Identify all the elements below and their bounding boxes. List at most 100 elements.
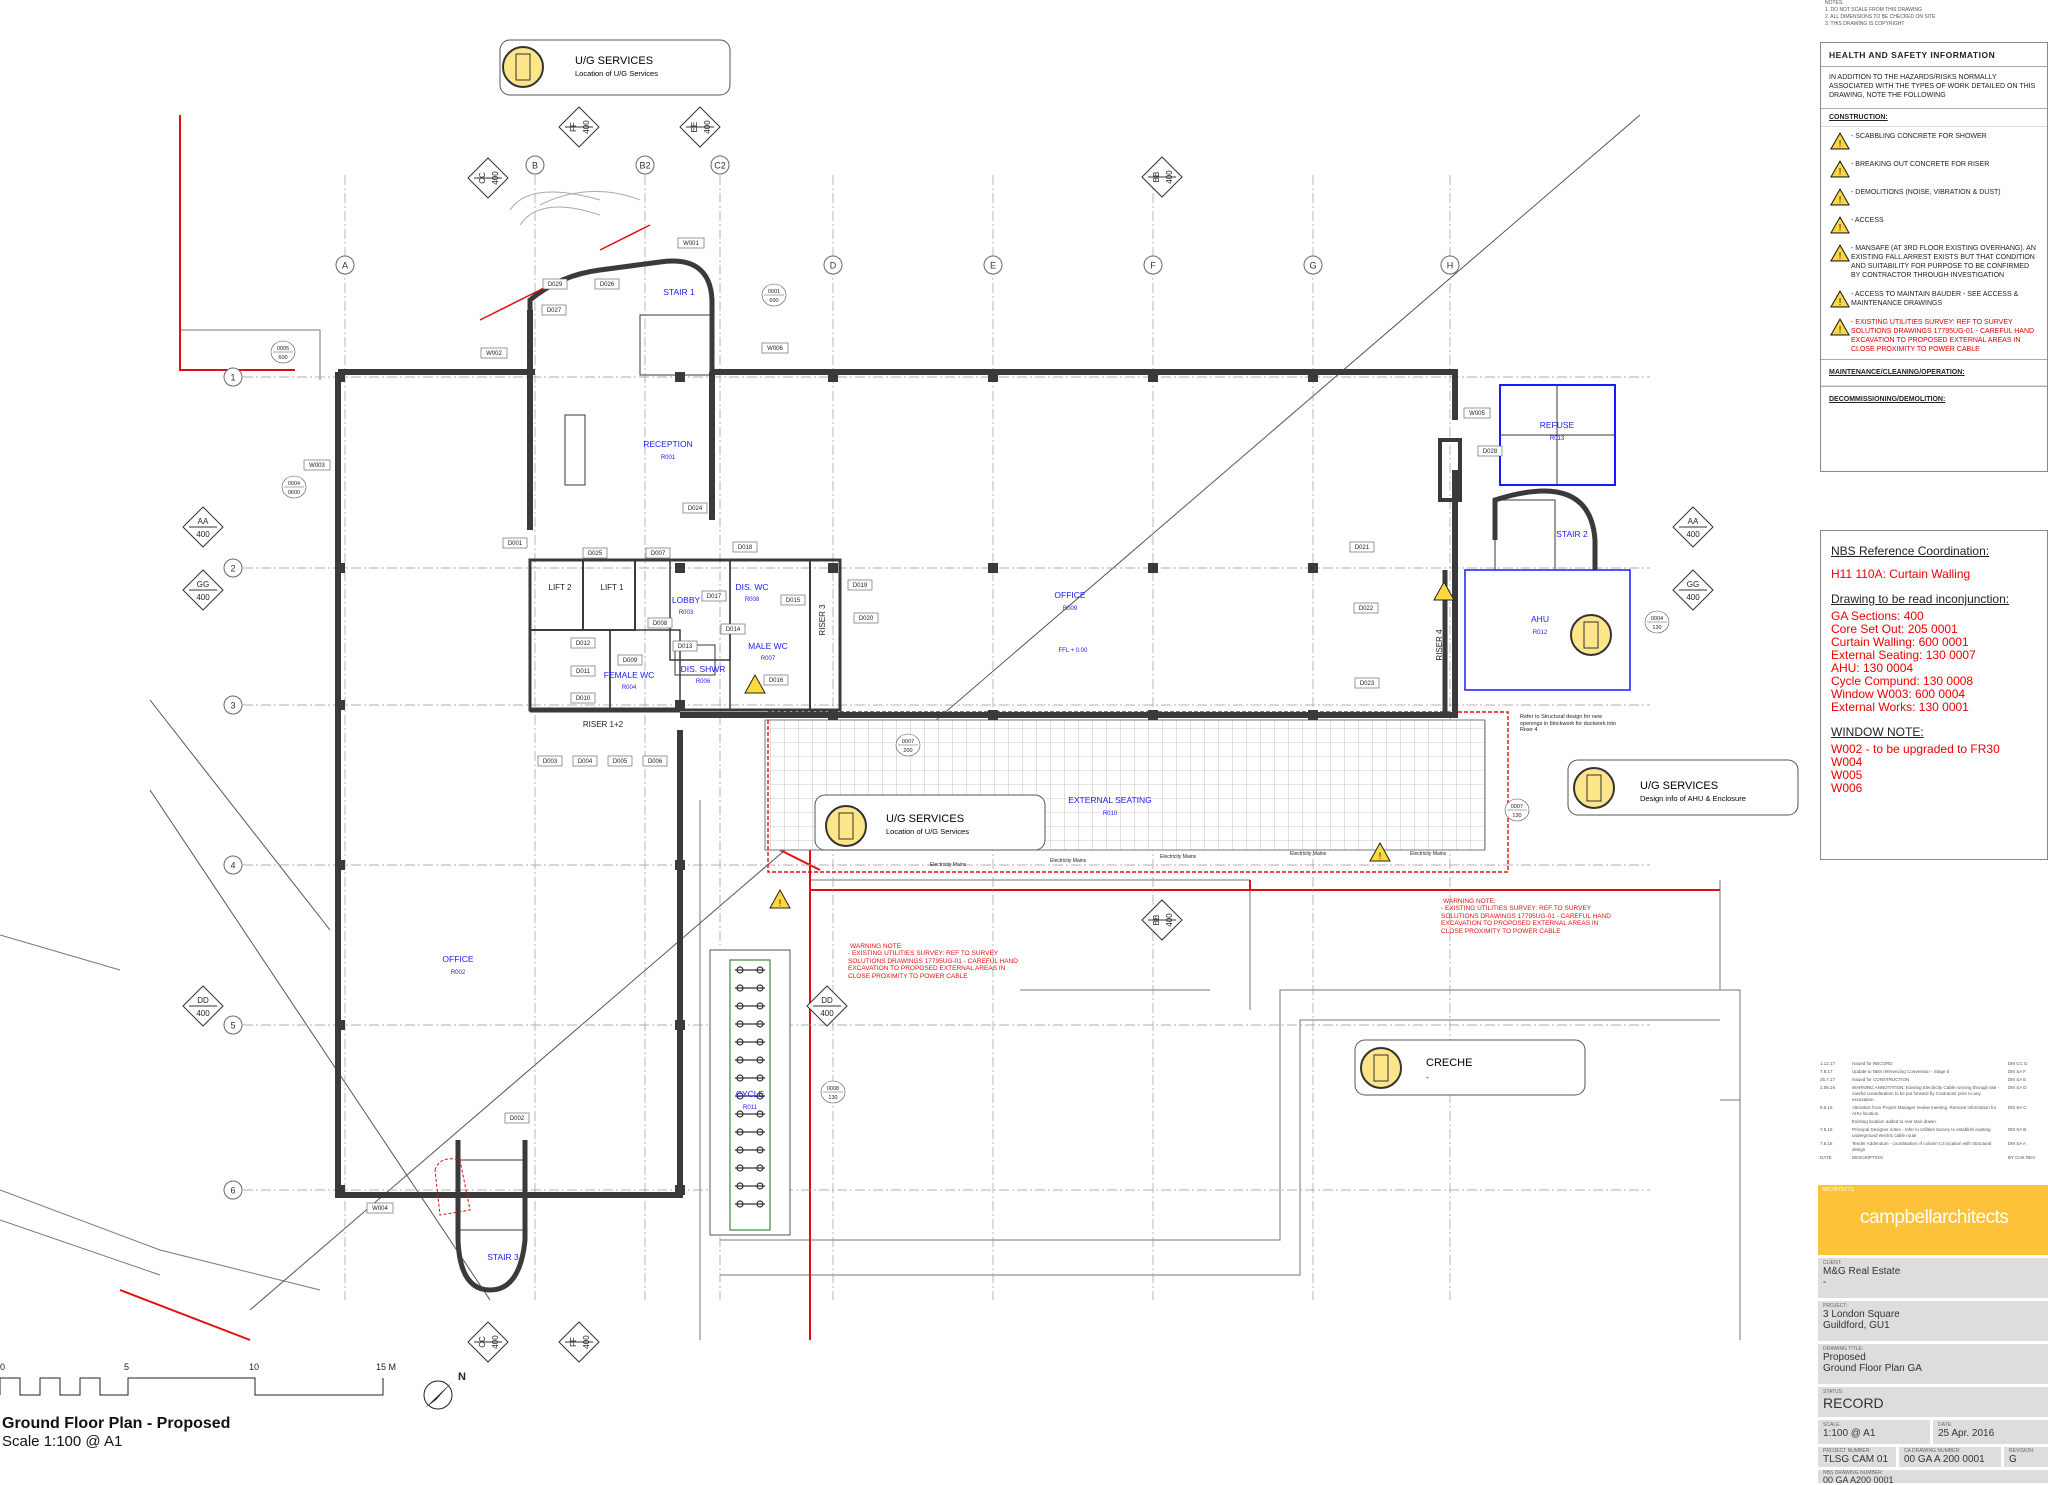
section-letters: DD (197, 996, 209, 1005)
door-code: D021 (1355, 545, 1370, 551)
grid-label: G (1309, 261, 1316, 271)
caption-title: Ground Floor Plan - Proposed (2, 1415, 231, 1432)
door-tag: D024 (682, 502, 708, 514)
room-lobby: LOBBY (672, 595, 701, 605)
section-number: 400 (491, 1335, 500, 1349)
ffl-level: FFL + 0.00 (1059, 648, 1089, 654)
riser-note: Refer to Structural design for new openi… (1520, 714, 1616, 733)
section-letters: FF (569, 1337, 578, 1347)
revision-c: DM SA E (2008, 1077, 2027, 1082)
grid-bubble-6: 6 (223, 1180, 243, 1200)
grid-bubble-D: D (823, 255, 843, 275)
project-label: PROJECT: (1823, 1303, 1848, 1309)
date-cell: DATE: 25 Apr. 2016 (1933, 1420, 2048, 1444)
note-3: 3. THIS DRAWING IS COPYRIGHT (1825, 21, 1905, 27)
warning-note-1: ! WARNING NOTE: - EXISTING UTILITIES SUR… (769, 888, 1018, 980)
section-number: 400 (703, 120, 712, 134)
door-code: D006 (648, 759, 663, 765)
door-code: D019 (853, 583, 868, 589)
tag-bottom: 130 (828, 1095, 837, 1101)
door-tag: D028 (1477, 445, 1503, 457)
nbs-number-label: NBS DRAWING NUMBER: (1823, 1470, 1884, 1476)
drawing-caption: Ground Floor Plan - Proposed Scale 1:100… (2, 1415, 230, 1450)
door-code: D010 (576, 696, 591, 702)
nbs-window-line: W002 - to be upgraded to FR30 (1831, 742, 2000, 756)
grid-label: E (990, 261, 996, 271)
elec-label-1: Electricity Mains (930, 862, 967, 868)
grid-label: B (532, 161, 538, 171)
hs-item-utilities: ! - EXISTING UTILITIES SURVEY: REF TO SU… (1821, 313, 2047, 359)
hs-item-text: - BREAKING OUT CONCRETE FOR RISER (1851, 161, 1990, 168)
revision-label: REVISION: (2009, 1448, 2035, 1454)
window-tag: W006 (761, 342, 789, 354)
window-tag: W001 (677, 237, 705, 249)
tag-top: 0001 (768, 289, 780, 295)
status-value: RECORD (1823, 1395, 1884, 1411)
nbs-window-line: W006 (1831, 781, 1863, 795)
room-dis-wc-no: R008 (745, 597, 760, 603)
door-tag: D010 (570, 692, 596, 704)
section-letters: GG (1687, 580, 1699, 589)
room-office-left: OFFICE (442, 954, 473, 964)
revision-c (2008, 1119, 2048, 1125)
warning-icon: ! (1830, 188, 1850, 206)
nbs-window-line: W004 (1831, 755, 1863, 769)
warning-1-body: - EXISTING UTILITIES SURVEY: REF TO SURV… (848, 950, 1018, 980)
drawing-number-value: 00 GA A 200 0001 (1904, 1454, 1985, 1465)
drawing-title-label: DRAWING TITLE: (1823, 1346, 1864, 1352)
window-code: W006 (767, 346, 783, 352)
nbs-ref-line: Window W003: 600 0004 (1831, 687, 1966, 701)
section-number: 400 (1165, 913, 1174, 927)
client-value: M&G Real Estate (1823, 1266, 1901, 1277)
section-number: 400 (196, 530, 210, 539)
note-2: 2. ALL DIMENSIONS TO BE CHECKED ON SITE (1825, 14, 1936, 20)
ug3-title: U/G SERVICES (1640, 780, 1718, 792)
section-letters: DD (821, 996, 833, 1005)
nbs-ref-line: Curtain Walling: 600 0001 (1831, 635, 1969, 649)
hs-title: HEALTH AND SAFETY INFORMATION (1821, 43, 2047, 67)
health-safety-panel: HEALTH AND SAFETY INFORMATION IN ADDITIO… (1820, 42, 2048, 472)
grid-label: C2 (714, 161, 726, 171)
revision-d: 25.7.17 (1820, 1077, 1836, 1082)
hs-intro: IN ADDITION TO THE HAZARDS/RISKS NORMALL… (1821, 67, 2047, 109)
ug2-title: U/G SERVICES (886, 813, 964, 825)
revision-t: Tender Addendum - coordination of column… (1852, 1141, 1992, 1152)
warning-icon: ! (1830, 244, 1850, 262)
core-labels: LIFT 2 LIFT 1 RISER 1+2 RISER 3 RISER 4 (549, 583, 1444, 729)
hs-decommissioning-heading: DECOMMISSIONING/DEMOLITION: (1821, 386, 2047, 412)
electricity-mains: Electricity Mains Electricity Mains Elec… (930, 851, 1447, 868)
nbs-ref-line: Core Set Out: 205 0001 (1831, 622, 1958, 636)
door-tag: D027 (541, 304, 567, 316)
warning-1-title: WARNING NOTE: (850, 943, 903, 950)
door-tag: D020 (853, 612, 879, 624)
project-number-label: PROJECT NUMBER: (1823, 1448, 1871, 1454)
door-code: D028 (1483, 449, 1498, 455)
elec-label-2: Electricity Mains (1050, 858, 1087, 864)
door-code: D024 (688, 506, 703, 512)
label-riser-4: RISER 4 (1435, 629, 1444, 661)
ug1-subtitle: Location of U/G Services (575, 69, 658, 78)
note-1: 1. DO NOT SCALE FROM THIS DRAWING (1825, 7, 1922, 13)
site-context (0, 329, 1741, 1340)
svg-text:!: ! (779, 898, 782, 908)
section-number: 400 (1165, 170, 1174, 184)
hs-maintenance-heading: MAINTENANCE/CLEANING/OPERATION: (1821, 359, 2047, 386)
door-code: D020 (859, 616, 874, 622)
revision-t: Principal Designer notes - refer to Util… (1852, 1127, 1991, 1138)
door-tag: D022 (1353, 602, 1379, 614)
revision-d: 9.6.16 (1820, 1105, 1833, 1110)
